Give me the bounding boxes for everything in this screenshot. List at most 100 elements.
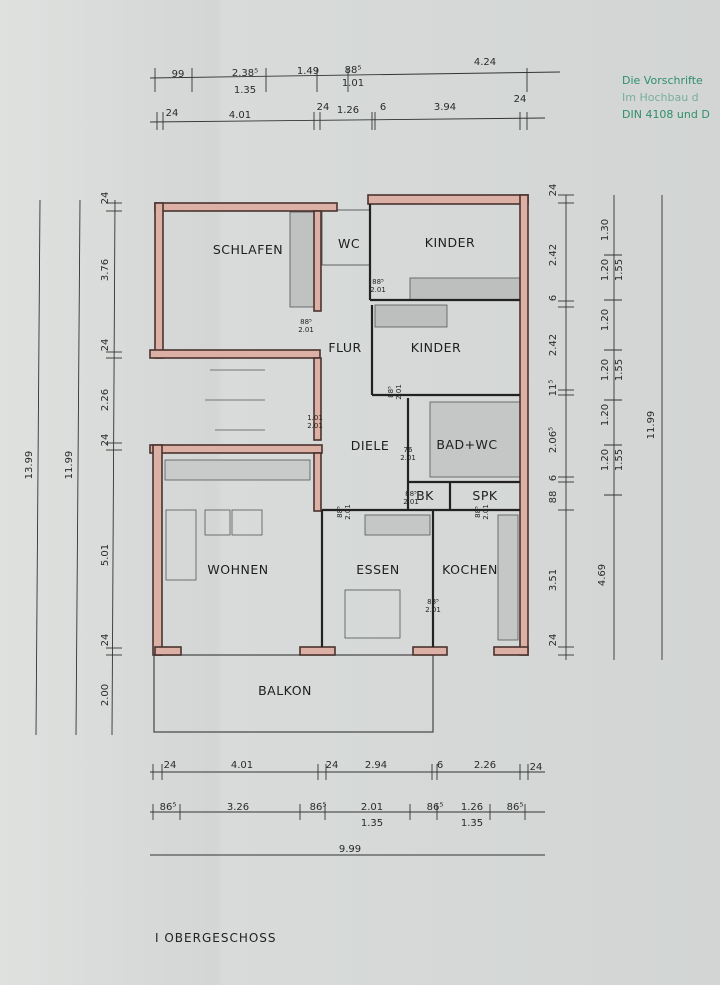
- room-label: KOCHEN: [442, 562, 498, 577]
- door-height-label: 2.01: [307, 422, 323, 430]
- room-label: SPK: [472, 488, 497, 503]
- dimension-label: 9.99: [339, 844, 361, 855]
- dimension-label: 3.94: [434, 102, 456, 113]
- door-height-label: 2.01: [425, 606, 441, 614]
- room-label: WC: [338, 236, 360, 251]
- stamp-line: Im Hochbau d: [622, 91, 699, 104]
- door-width-label: 76: [404, 446, 413, 454]
- furniture: [164, 209, 521, 641]
- door-width-label: 88⁵: [300, 318, 312, 326]
- dimension-label: 2.06⁵: [548, 427, 559, 453]
- room-label: KINDER: [425, 235, 475, 250]
- dimension-label: 24: [100, 192, 111, 205]
- dimension-label: 99: [172, 69, 185, 80]
- dimension-label: 1.20: [600, 359, 611, 381]
- dimension-label: 6: [548, 295, 559, 301]
- interior-partitions: [320, 204, 520, 647]
- dimension-line: [35, 199, 41, 736]
- dimension-label: 24: [166, 108, 179, 119]
- dimension-label: 2.42: [548, 244, 559, 266]
- dimension-label: 3.26: [227, 802, 249, 813]
- door-height-label: 2.01: [403, 498, 419, 506]
- door-width-label: 88⁵: [474, 506, 482, 518]
- dimension-label: 1.30: [600, 219, 611, 241]
- dimension-label: 3.76: [100, 259, 111, 281]
- door-width-label: 88⁵: [372, 278, 384, 286]
- dimension-line: [149, 117, 546, 123]
- dimension-label: 1.55: [614, 359, 625, 381]
- dimension-label: 1.20: [600, 259, 611, 281]
- dimension-label: 24: [317, 102, 330, 113]
- door-height-label: 2.01: [344, 504, 352, 520]
- dimension-label: 1.01: [342, 78, 364, 89]
- dimension-label: 86⁵: [310, 802, 327, 813]
- dimension-label: 1.20: [600, 309, 611, 331]
- dimension-line: [111, 199, 116, 736]
- dimension-label: 3.51: [548, 569, 559, 591]
- dimension-label: 1.35: [361, 818, 383, 829]
- dimension-label: 24: [514, 94, 527, 105]
- dimension-label: 24: [100, 634, 111, 647]
- dimension-label: 24: [326, 760, 339, 771]
- balcony-outline: [153, 654, 434, 733]
- door-height-label: 2.01: [400, 454, 416, 462]
- door-width-label: 88⁵: [336, 506, 344, 518]
- dimension-label: 24: [548, 634, 559, 647]
- dimension-label: 4.01: [229, 110, 251, 121]
- dimension-label: 2.26: [100, 389, 111, 411]
- dimension-label: 1.55: [614, 449, 625, 471]
- dimension-label: 11⁵: [548, 380, 559, 397]
- room-label: WOHNEN: [207, 562, 268, 577]
- dimension-label: 2.00: [100, 684, 111, 706]
- dimension-label: 13.99: [24, 451, 35, 480]
- dimension-label: 4.24: [474, 57, 496, 68]
- dimension-label: 2.26: [474, 760, 496, 771]
- dimension-label: 24: [164, 760, 177, 771]
- door-width-label: 1.01: [307, 414, 323, 422]
- dimension-label: 1.26: [461, 802, 483, 813]
- stamp-line: DIN 4108 und D: [622, 108, 710, 121]
- dimension-label: 4.01: [231, 760, 253, 771]
- dimension-label: 86⁵: [507, 802, 524, 813]
- dimension-label: 1.20: [600, 449, 611, 471]
- approval-stamp: Die Vorschrifte Im Hochbau d DIN 4108 un…: [622, 72, 710, 123]
- door-height-label: 2.01: [482, 504, 490, 520]
- drawing-title: I OBERGESCHOSS: [155, 931, 277, 945]
- dimension-label: 6: [437, 760, 443, 771]
- door-width-label: 88⁵: [387, 386, 395, 398]
- dimension-label: 88: [548, 491, 559, 504]
- dimension-label: 88⁵: [345, 65, 362, 76]
- dimension-label: 24: [100, 434, 111, 447]
- door-height-label: 2.01: [298, 326, 314, 334]
- dimension-label: 24: [100, 339, 111, 352]
- dimension-label: 86⁵: [427, 802, 444, 813]
- door-width-label: 88⁵: [405, 490, 417, 498]
- dimension-label: 4.69: [597, 564, 608, 586]
- stamp-line: Die Vorschrifte: [622, 74, 703, 87]
- dimension-label: 1.20: [600, 404, 611, 426]
- door-height-label: 2.01: [395, 384, 403, 400]
- dimension-label: 1.55: [614, 259, 625, 281]
- dimension-label: 24: [548, 184, 559, 197]
- dimension-lines: [35, 68, 663, 856]
- room-label: KINDER: [411, 340, 461, 355]
- dimension-label: 2.01: [361, 802, 383, 813]
- door-height-label: 2.01: [370, 286, 386, 294]
- dimension-label: 2.94: [365, 760, 387, 771]
- dimension-label: 11.99: [646, 411, 657, 440]
- room-label: SCHLAFEN: [213, 242, 283, 257]
- dimension-label: 1.35: [234, 85, 256, 96]
- room-label: BAD+WC: [436, 437, 497, 452]
- dimension-label: 86⁵: [160, 802, 177, 813]
- dimension-line: [149, 71, 561, 79]
- dimension-line: [75, 199, 81, 736]
- dimension-labels: 99 2.38⁵ 1.35 1.49 88⁵ 1.01 4.24 24 4.01 24 1.26 6 3…: [24, 57, 657, 855]
- room-label: BK: [416, 488, 434, 503]
- dimension-label: 2.38⁵: [232, 68, 258, 79]
- dimension-label: 1.49: [297, 66, 319, 77]
- dimension-label: 6: [380, 102, 386, 113]
